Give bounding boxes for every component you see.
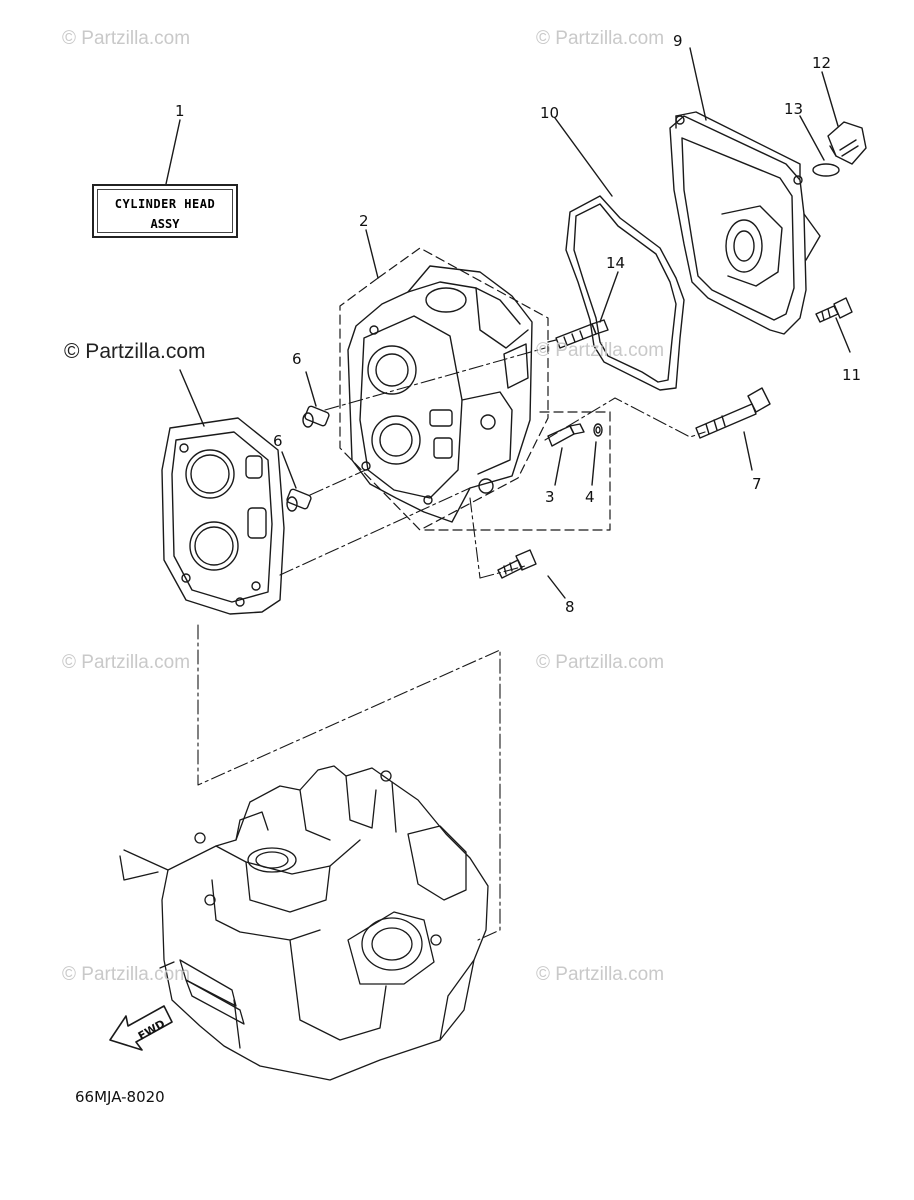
- watermark: © Partzilla.com: [536, 28, 665, 49]
- cylinder-head: [347, 265, 533, 523]
- assembly-label-inner-border: [97, 189, 233, 233]
- fwd-arrow: [109, 1005, 173, 1051]
- leader-lines: [165, 47, 851, 599]
- head-bolt: [497, 549, 537, 579]
- callout-2: 2: [359, 212, 369, 230]
- assembly-label-line1: CYLINDER HEAD: [114, 197, 216, 211]
- watermark: © Partzilla.com: [536, 652, 665, 673]
- cover-gasket: [565, 195, 685, 391]
- watermark: © Partzilla.com: [62, 652, 191, 673]
- callout-3: 3: [545, 488, 555, 506]
- watermark: © Partzilla.com: [62, 28, 191, 49]
- callout-14: 14: [606, 254, 626, 272]
- oil-filler-cap: [812, 121, 867, 177]
- callout-9: 9: [673, 32, 683, 50]
- callout-10: 10: [540, 104, 560, 122]
- long-bolt: [695, 387, 771, 439]
- dashed-assembly-box: [339, 247, 611, 531]
- spark-plug: [547, 319, 609, 349]
- watermark: © Partzilla.com: [536, 340, 665, 361]
- assembly-label-line2: ASSY: [150, 217, 180, 231]
- callout-11: 11: [842, 366, 862, 384]
- fwd-label: FWD: [136, 1017, 167, 1043]
- callout-8: 8: [565, 598, 575, 616]
- callout-6b: 6: [273, 432, 283, 450]
- callout-7: 7: [752, 475, 762, 493]
- assembly-label-box: CYLINDER HEAD ASSY: [92, 184, 238, 238]
- watermark: © Partzilla.com: [62, 964, 191, 985]
- callout-1: 1: [175, 102, 185, 120]
- cylinder-block: [119, 765, 489, 1081]
- callout-4: 4: [585, 488, 595, 506]
- callout-6a: 6: [292, 350, 302, 368]
- callout-13: 13: [784, 100, 804, 118]
- cylinder-head-cover: [669, 111, 821, 335]
- head-gasket: [161, 417, 285, 615]
- plug-and-washer: [547, 423, 603, 447]
- watermark: © Partzilla.com: [64, 340, 206, 363]
- callout-12: 12: [812, 54, 832, 72]
- watermark: © Partzilla.com: [536, 964, 665, 985]
- diagram-code: 66MJA-8020: [75, 1088, 165, 1106]
- cover-bolt: [815, 297, 853, 323]
- dowel-pins: [286, 405, 330, 512]
